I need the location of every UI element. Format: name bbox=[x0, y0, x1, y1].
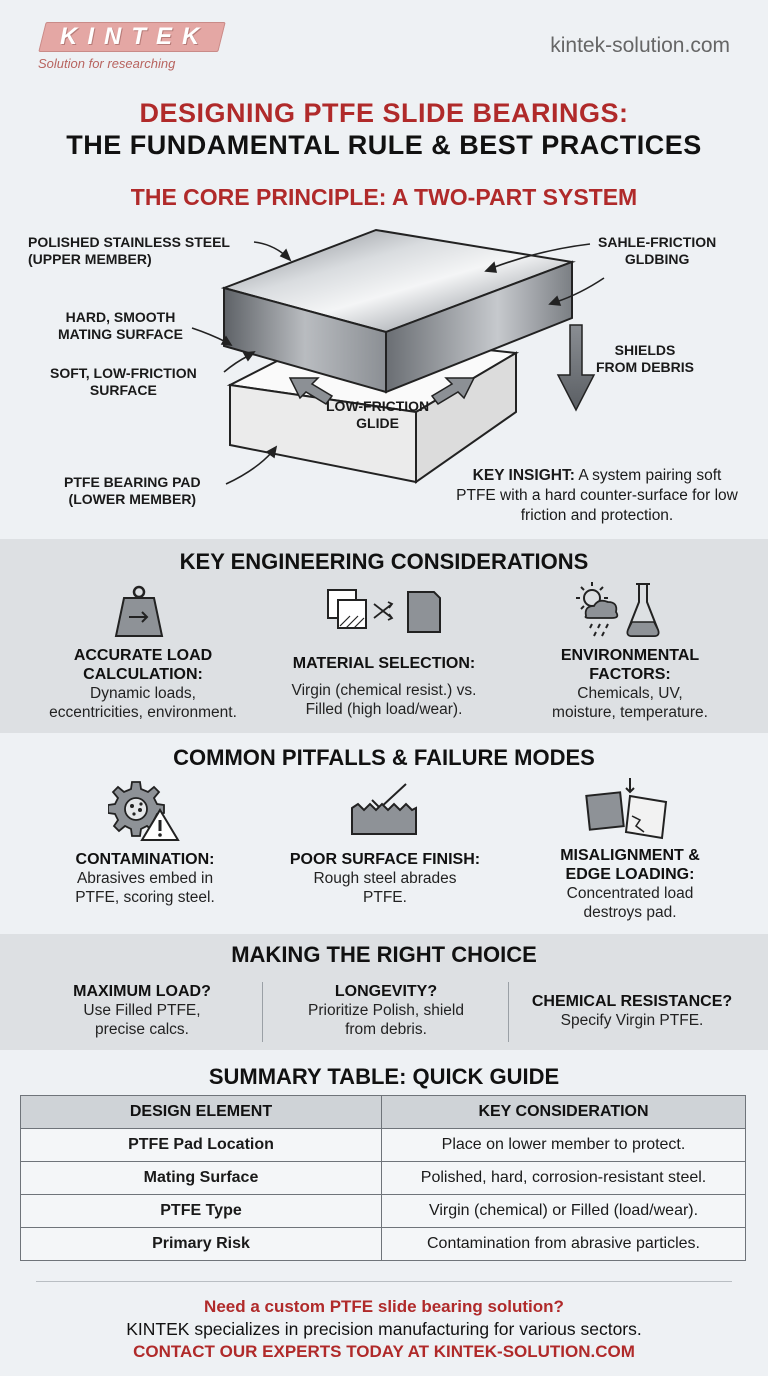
pitfall-misalignment: MISALIGNMENT & EDGE LOADING: Concentrate… bbox=[560, 847, 700, 921]
choice-band bbox=[0, 934, 768, 1050]
table-header-cell: KEY CONSIDERATION bbox=[381, 1095, 746, 1129]
leader-lines bbox=[191, 241, 605, 485]
consideration-environmental: ENVIRONMENTAL FACTORS: Chemicals, UV, mo… bbox=[552, 647, 708, 721]
page-title-line2: THE FUNDAMENTAL RULE & BEST PRACTICES bbox=[66, 130, 702, 160]
summary-title: SUMMARY TABLE: QUICK GUIDE bbox=[208, 1064, 560, 1089]
site-url-link[interactable]: kintek-solution.com bbox=[550, 34, 730, 57]
cracked-block-icon bbox=[585, 778, 668, 840]
table-row: PTFE Pad Location Place on lower member … bbox=[20, 1128, 746, 1162]
kintek-logo[interactable]: KINTEK Solution for researching bbox=[38, 20, 238, 76]
table-cell: PTFE Pad Location bbox=[20, 1128, 382, 1162]
footer-question: Need a custom PTFE slide bearing solutio… bbox=[204, 1297, 564, 1316]
table-cell: PTFE Type bbox=[20, 1194, 382, 1228]
label-ptfe-pad: PTFE BEARING PAD (LOWER MEMBER) bbox=[64, 474, 201, 507]
table-row: Mating Surface Polished, hard, corrosion… bbox=[20, 1161, 746, 1195]
down-arrow-icon bbox=[556, 324, 596, 412]
considerations-title: KEY ENGINEERING CONSIDERATIONS bbox=[179, 549, 589, 574]
page-title-line1: DESIGNING PTFE SLIDE BEARINGS: bbox=[139, 98, 629, 128]
table-cell: Place on lower member to protect. bbox=[381, 1128, 746, 1162]
logo-tagline: Solution for researching bbox=[38, 56, 176, 71]
weather-flask-icon bbox=[576, 582, 660, 637]
key-insight-text: A system pairing soft PTFE with a hard c… bbox=[456, 467, 738, 524]
table-row: PTFE Type Virgin (chemical) or Filled (l… bbox=[20, 1194, 746, 1228]
consideration-material: MATERIAL SELECTION: Virgin (chemical res… bbox=[291, 655, 477, 718]
label-soft-surface: SOFT, LOW-FRICTION SURFACE bbox=[50, 365, 197, 398]
table-cell: Virgin (chemical) or Filled (load/wear). bbox=[381, 1194, 746, 1228]
glide-arrows bbox=[288, 377, 476, 405]
choice-divider-2 bbox=[508, 982, 509, 1042]
label-hard-surface: HARD, SMOOTH MATING SURFACE bbox=[58, 309, 183, 342]
pitfall-surface-finish: POOR SURFACE FINISH: Rough steel abrades… bbox=[289, 851, 481, 906]
footer-description: KINTEK specializes in precision manufact… bbox=[126, 1319, 642, 1339]
table-row: Primary Risk Contamination from abrasive… bbox=[20, 1227, 746, 1261]
pitfalls-title: COMMON PITFALLS & FAILURE MODES bbox=[173, 745, 595, 770]
label-upper-member: POLISHED STAINLESS STEEL (UPPER MEMBER) bbox=[28, 234, 230, 267]
pitfall-contamination: CONTAMINATION: Abrasives embed in PTFE, … bbox=[75, 851, 215, 906]
table-header-row: DESIGN ELEMENT KEY CONSIDERATION bbox=[20, 1095, 746, 1129]
table-cell: Contamination from abrasive particles. bbox=[381, 1227, 746, 1261]
weight-icon bbox=[114, 585, 164, 637]
choice-maximum-load: MAXIMUM LOAD? Use Filled PTFE, precise c… bbox=[73, 983, 211, 1038]
label-low-friction-glide: LOW-FRICTION GLIDE bbox=[326, 398, 430, 431]
key-insight-label: KEY INSIGHT: bbox=[472, 467, 575, 484]
choice-divider-1 bbox=[262, 982, 263, 1042]
consideration-load: ACCURATE LOAD CALCULATION: Dynamic loads… bbox=[49, 647, 237, 721]
material-swap-icon bbox=[327, 589, 441, 633]
table-cell: Polished, hard, corrosion-resistant stee… bbox=[381, 1161, 746, 1195]
choice-title: MAKING THE RIGHT CHOICE bbox=[231, 942, 537, 967]
footer-divider bbox=[36, 1281, 732, 1282]
bearing-diagram bbox=[191, 228, 605, 485]
key-insight: KEY INSIGHT: A system pairing soft PTFE … bbox=[452, 466, 742, 526]
label-gliding: SAHLE-FRICTION GLDBING bbox=[598, 234, 717, 267]
choice-chemical: CHEMICAL RESISTANCE? Specify Virgin PTFE… bbox=[531, 993, 733, 1029]
logo-text: KINTEK bbox=[60, 23, 210, 50]
choice-longevity: LONGEVITY? Prioritize Polish, shield fro… bbox=[308, 983, 464, 1038]
summary-table: DESIGN ELEMENT KEY CONSIDERATION PTFE Pa… bbox=[20, 1095, 746, 1261]
steel-plate-shape bbox=[220, 228, 576, 394]
table-cell: Mating Surface bbox=[20, 1161, 382, 1195]
footer-contact-link[interactable]: CONTACT OUR EXPERTS TODAY AT KINTEK-SOLU… bbox=[133, 1342, 635, 1361]
label-shields-debris: SHIELDS FROM DEBRIS bbox=[596, 342, 694, 375]
gear-warning-icon bbox=[108, 781, 180, 841]
rough-surface-icon bbox=[351, 783, 417, 835]
core-principle-title: THE CORE PRINCIPLE: A TWO-PART SYSTEM bbox=[130, 184, 638, 210]
table-cell: Primary Risk bbox=[20, 1227, 382, 1261]
table-header-cell: DESIGN ELEMENT bbox=[20, 1095, 382, 1129]
